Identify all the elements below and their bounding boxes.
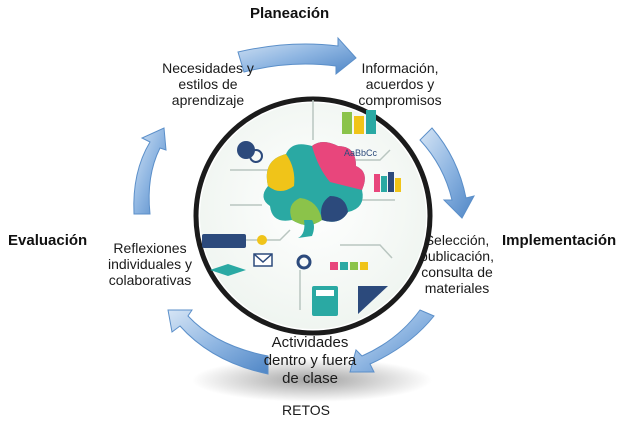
step-information: Información, acuerdos y compromisos bbox=[344, 60, 456, 108]
color-block bbox=[350, 262, 358, 270]
step-selection-line: Selección, bbox=[424, 232, 490, 248]
step-information-line: Información, bbox=[361, 60, 439, 76]
books-icon bbox=[374, 174, 380, 192]
ruler-icon bbox=[358, 286, 388, 314]
step-activities-line: dentro y fuera bbox=[263, 352, 357, 369]
arrow-left-bottom bbox=[167, 309, 269, 375]
color-block bbox=[340, 262, 348, 270]
color-block bbox=[330, 262, 338, 270]
phase-planning: Planeación bbox=[250, 5, 330, 22]
step-activities-line: de clase bbox=[282, 370, 338, 387]
calculator-screen bbox=[316, 290, 334, 296]
step-reflections-line: Reflexiones bbox=[113, 240, 187, 256]
books-icon bbox=[395, 178, 401, 192]
brain-illustration bbox=[263, 142, 365, 238]
color-block bbox=[360, 262, 368, 270]
step-reflections-line: colaborativas bbox=[108, 272, 192, 288]
step-needs-line: estilos de bbox=[178, 76, 238, 92]
arrow-top bbox=[237, 36, 357, 76]
step-reflections-line: individuales y bbox=[107, 256, 193, 272]
arrow-left bbox=[133, 127, 167, 215]
book-icon bbox=[342, 112, 352, 134]
step-information-line: compromisos bbox=[358, 92, 442, 108]
book-icon bbox=[354, 116, 364, 134]
lightbulb-icon bbox=[257, 235, 267, 245]
globe-icon bbox=[237, 141, 255, 159]
book-icon bbox=[366, 110, 376, 134]
illustration-text: AaBbCc bbox=[344, 148, 378, 158]
step-activities-line: Actividades bbox=[271, 334, 349, 351]
books-icon bbox=[381, 176, 387, 192]
step-information-line: acuerdos y bbox=[365, 76, 435, 92]
step-activities: Actividades dentro y fuera de clase bbox=[250, 334, 370, 388]
step-selection-line: consulta de bbox=[421, 264, 493, 280]
arrow-bottom bbox=[349, 309, 435, 373]
retos-label: RETOS bbox=[282, 402, 330, 418]
keyboard-icon bbox=[202, 234, 246, 248]
step-needs: Necesidades y estilos de aprendizaje bbox=[148, 60, 268, 108]
cycle-arrows bbox=[133, 36, 475, 375]
graduation-cap-icon bbox=[210, 264, 246, 276]
arrow-right bbox=[419, 127, 475, 219]
phase-evaluation: Evaluación bbox=[8, 232, 88, 249]
step-selection-line: materiales bbox=[424, 280, 490, 296]
step-selection-line: publicación, bbox=[420, 248, 494, 264]
books-icon bbox=[388, 172, 394, 192]
step-needs-line: Necesidades y bbox=[162, 60, 254, 76]
step-reflections: Reflexiones individuales y colaborativas bbox=[96, 240, 204, 288]
gear-icon bbox=[296, 254, 312, 270]
magnifier-icon bbox=[249, 149, 263, 163]
decorative-icons bbox=[202, 110, 401, 316]
step-selection: Selección, publicación, consulta de mate… bbox=[412, 232, 502, 296]
phase-implementation: Implementación bbox=[502, 232, 617, 249]
step-needs-line: aprendizaje bbox=[171, 92, 245, 108]
